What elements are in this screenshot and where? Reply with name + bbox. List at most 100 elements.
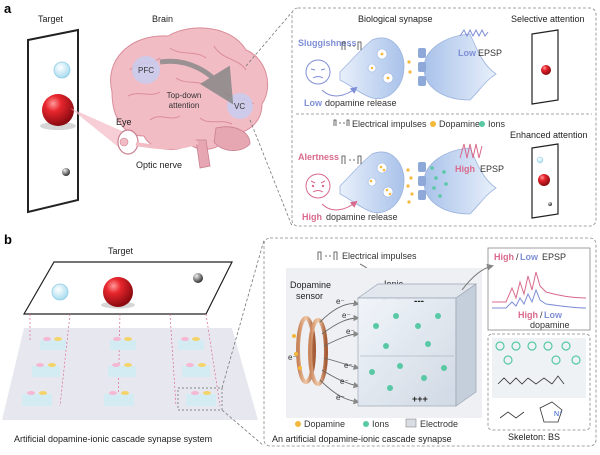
dopamine-sensor bbox=[292, 316, 328, 386]
low-word-a: Low bbox=[304, 98, 323, 108]
electron-label-5: e⁻ bbox=[344, 361, 353, 370]
electron-label-1: e⁻ bbox=[336, 297, 345, 306]
dopamine-low: Low bbox=[544, 310, 563, 320]
epsp-slash: / bbox=[516, 252, 519, 262]
low-release-arrow bbox=[321, 86, 358, 97]
legend-b-dopamine: Dopamine bbox=[304, 419, 345, 429]
top-down-label-1: Top-down bbox=[167, 91, 202, 100]
electron-wires bbox=[319, 300, 360, 405]
epsp-low: Low bbox=[520, 252, 539, 262]
target-screen-a bbox=[27, 28, 79, 214]
vc-label: VC bbox=[234, 102, 245, 111]
legend-b-dopamine-dot bbox=[295, 421, 301, 427]
callout-line-b-top bbox=[221, 239, 265, 389]
electrical-impulses-b: Electrical impulses bbox=[342, 251, 417, 261]
dopamine-sensor-2: sensor bbox=[296, 291, 323, 301]
electron-label-6: e⁻ bbox=[340, 377, 349, 386]
skeleton-bg bbox=[492, 338, 586, 398]
high-release-arrow bbox=[321, 200, 358, 211]
skeleton-label: Skeleton: BS bbox=[508, 432, 560, 442]
blue-bubble bbox=[53, 61, 71, 79]
sluggishness-label: Sluggishness bbox=[298, 38, 357, 48]
dopamine-word: dopamine bbox=[530, 320, 570, 330]
alertness-label: Alertness bbox=[298, 152, 339, 162]
legend-b-electrode-box bbox=[405, 418, 417, 428]
top-down-label-2: attention bbox=[169, 101, 200, 110]
legend-b-ions-dot bbox=[363, 421, 369, 427]
legend-dopamine-dot bbox=[430, 121, 436, 127]
cascade-caption: An artificial dopamine-ionic cascade syn… bbox=[272, 434, 452, 444]
pfc-label: PFC bbox=[138, 66, 154, 75]
red-ball bbox=[42, 94, 74, 126]
panel-a-letter: a bbox=[4, 1, 12, 16]
callout-line-b-bottom bbox=[221, 409, 265, 447]
array-platform bbox=[2, 313, 258, 420]
epsp-label-low: EPSP bbox=[478, 48, 502, 58]
high-word-a: High bbox=[302, 212, 322, 222]
electron-label-7: e⁻ bbox=[336, 393, 345, 402]
skeleton-molecule bbox=[497, 375, 565, 423]
epsp-high-wave bbox=[459, 143, 483, 159]
plus-signs: +++ bbox=[412, 394, 428, 404]
brain: PFC VC Top-down attention bbox=[110, 27, 269, 169]
sluggish-face bbox=[305, 59, 331, 85]
ion-drops bbox=[369, 313, 447, 391]
epsp-pink-trace bbox=[492, 271, 587, 303]
epsp-blue-trace bbox=[492, 288, 587, 309]
target-label-b: Target bbox=[108, 246, 134, 256]
dopamine-release-high: dopamine release bbox=[326, 212, 398, 222]
minus-signs: --- bbox=[414, 296, 424, 307]
dopamine-slash: / bbox=[540, 310, 543, 320]
synapse-low bbox=[339, 33, 497, 101]
epsp-chart-box bbox=[487, 247, 591, 331]
synapse-box-a bbox=[291, 7, 597, 227]
epsp-label-high: EPSP bbox=[480, 164, 504, 174]
electron-label-3: e⁻ bbox=[346, 327, 355, 336]
impulse-glyph-bottom bbox=[341, 155, 362, 164]
legend-ions-dot bbox=[479, 121, 485, 127]
bio-synapse-label: Biological synapse bbox=[358, 14, 433, 24]
legend-b-ions: Ions bbox=[372, 419, 390, 429]
alert-face bbox=[305, 173, 331, 199]
legend-dopamine: Dopamine bbox=[439, 119, 480, 129]
legend-b-electrode: Electrode bbox=[420, 419, 458, 429]
legend-ions: Ions bbox=[488, 119, 506, 129]
target-plane-b bbox=[22, 261, 233, 315]
callout-line-top bbox=[245, 11, 293, 67]
impulse-glyph-top bbox=[341, 41, 362, 50]
epsp-high: High bbox=[494, 252, 514, 262]
high-epsp-word: High bbox=[455, 164, 475, 174]
electron-label-4: e⁻ bbox=[288, 353, 297, 362]
enhanced-attention-label: Enhanced attention bbox=[510, 130, 588, 140]
cube-to-chart-arrow bbox=[461, 263, 494, 291]
target-label-a: Target bbox=[38, 14, 64, 24]
pfc-region bbox=[132, 56, 160, 84]
skeleton-ions bbox=[495, 341, 581, 365]
optic-nerve-label: Optic nerve bbox=[136, 160, 182, 170]
small-screen-high bbox=[531, 143, 559, 219]
epsp-text: EPSP bbox=[542, 252, 566, 262]
impulse-glyph-legend bbox=[333, 119, 350, 126]
panel-b-letter: b bbox=[4, 232, 12, 247]
vision-beam bbox=[70, 108, 124, 150]
ionic-cube bbox=[356, 283, 478, 407]
dopamine-sensor-1: Dopamine bbox=[290, 280, 331, 290]
callout-line-bottom bbox=[249, 119, 293, 227]
legend-electrical: Electrical impulses bbox=[352, 119, 427, 129]
vc-region bbox=[227, 93, 253, 119]
grey-ball bbox=[62, 168, 70, 176]
low-epsp-word: Low bbox=[458, 48, 477, 58]
synapse-high bbox=[339, 147, 497, 215]
epsp-low-wave bbox=[459, 28, 489, 38]
eye bbox=[117, 129, 199, 155]
cascade-box bbox=[263, 237, 597, 447]
system-caption: Artificial dopamine-ionic cascade synaps… bbox=[14, 434, 212, 444]
dopamine-high: High bbox=[518, 310, 538, 320]
dopamine-release-low: dopamine release bbox=[325, 98, 397, 108]
selective-attention-label: Selective attention bbox=[511, 14, 585, 24]
n-plus-label: N⁺ bbox=[554, 410, 563, 418]
small-screen-low bbox=[531, 29, 559, 105]
electron-label-2: e⁻ bbox=[342, 311, 351, 320]
brain-label: Brain bbox=[152, 14, 173, 24]
